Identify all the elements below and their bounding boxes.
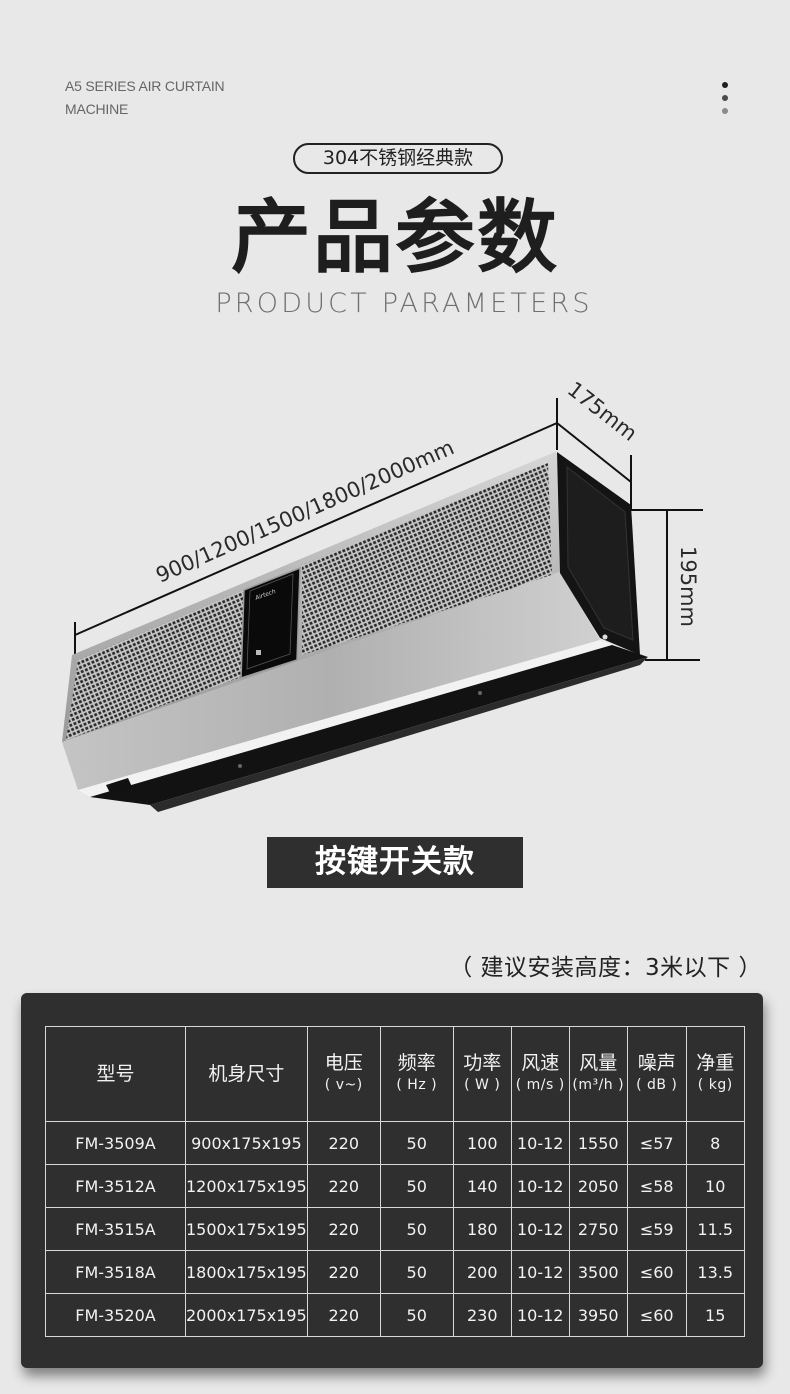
col-header-model: 型号 [45,1026,186,1122]
spec-panel: 型号 机身尺寸 电压( v~) 频率( Hz ) 功率( W ) 风速( m/s… [21,993,763,1368]
cell-size: 1200x175x195 [185,1164,308,1208]
cell-model: FM-3509A [45,1121,186,1165]
cell-size: 900x175x195 [185,1121,308,1165]
cell-voltage: 220 [306,1293,381,1337]
variant-label: 按键开关款 [267,837,523,888]
cell-model: FM-3512A [45,1164,186,1208]
cell-noise: ≤59 [626,1207,687,1251]
col-header-weight: 净重( kg) [685,1026,745,1122]
dot-1 [722,82,728,88]
col-header-noise: 噪声( dB ) [626,1026,687,1122]
cell-weight: 8 [685,1121,745,1165]
cell-model: FM-3518A [45,1250,186,1294]
cell-frequency: 50 [379,1164,454,1208]
table-row: FM-3518A 1800x175x195 220 50 200 10-12 3… [45,1250,745,1294]
series-line-2: MACHINE [65,101,129,117]
cell-weight: 15 [685,1293,745,1337]
cell-frequency: 50 [379,1250,454,1294]
cell-wind-speed: 10-12 [510,1293,570,1337]
page-title: 产品参数 [231,191,559,284]
cell-size: 1500x175x195 [185,1207,308,1251]
cell-noise: ≤57 [626,1121,687,1165]
depth-label: 175mm [563,377,642,446]
cell-frequency: 50 [379,1293,454,1337]
cell-noise: ≤60 [626,1293,687,1337]
cell-voltage: 220 [306,1164,381,1208]
cell-air-volume: 1550 [568,1121,628,1165]
cell-power: 140 [452,1164,512,1208]
height-label: 195mm [676,546,700,627]
table-row: FM-3512A 1200x175x195 220 50 140 10-12 2… [45,1164,745,1208]
cell-wind-speed: 10-12 [510,1250,570,1294]
spec-table: 型号 机身尺寸 电压( v~) 频率( Hz ) 功率( W ) 风速( m/s… [45,1026,745,1337]
cell-weight: 13.5 [685,1250,745,1294]
install-height-note: （ 建议安装高度：3米以下 ） [449,955,762,981]
cell-voltage: 220 [306,1121,381,1165]
cell-weight: 10 [685,1164,745,1208]
col-header-power: 功率( W ) [452,1026,512,1122]
material-badge: 304不锈钢经典款 [293,143,503,174]
cell-power: 100 [452,1121,512,1165]
col-header-wind-speed: 风速( m/s ) [510,1026,570,1122]
table-row: FM-3520A 2000x175x195 220 50 230 10-12 3… [45,1293,745,1337]
table-row: FM-3509A 900x175x195 220 50 100 10-12 15… [45,1121,745,1165]
cell-frequency: 50 [379,1207,454,1251]
cell-size: 1800x175x195 [185,1250,308,1294]
cell-air-volume: 2750 [568,1207,628,1251]
cell-wind-speed: 10-12 [510,1121,570,1165]
col-header-size: 机身尺寸 [185,1026,308,1122]
cell-air-volume: 2050 [568,1164,628,1208]
cell-wind-speed: 10-12 [510,1164,570,1208]
dot-3 [722,108,728,114]
cell-air-volume: 3950 [568,1293,628,1337]
product-illustration: 900/1200/1500/1800/2000mm 175mm 195mm Ai… [0,370,790,820]
col-header-frequency: 频率( Hz ) [379,1026,454,1122]
col-header-air-volume: 风量(m³/h ) [568,1026,628,1122]
page-subtitle: PRODUCT PARAMETERS [215,288,593,319]
dot-2 [722,95,728,101]
air-curtain-image: 900/1200/1500/1800/2000mm 175mm 195mm Ai… [62,377,703,812]
cell-noise: ≤60 [626,1250,687,1294]
table-row: FM-3515A 1500x175x195 220 50 180 10-12 2… [45,1207,745,1251]
cell-size: 2000x175x195 [185,1293,308,1337]
cell-noise: ≤58 [626,1164,687,1208]
cell-power: 180 [452,1207,512,1251]
cell-voltage: 220 [306,1250,381,1294]
series-line-1: A5 SERIES AIR CURTAIN [65,78,225,94]
cell-air-volume: 3500 [568,1250,628,1294]
cell-power: 230 [452,1293,512,1337]
col-header-voltage: 电压( v~) [306,1026,381,1122]
vertical-dots-icon[interactable] [722,82,730,121]
cell-frequency: 50 [379,1121,454,1165]
cell-voltage: 220 [306,1207,381,1251]
cell-model: FM-3520A [45,1293,186,1337]
cell-power: 200 [452,1250,512,1294]
series-label: A5 SERIES AIR CURTAIN MACHINE [65,75,225,121]
cell-weight: 11.5 [685,1207,745,1251]
cell-wind-speed: 10-12 [510,1207,570,1251]
cell-model: FM-3515A [45,1207,186,1251]
table-header-row: 型号 机身尺寸 电压( v~) 频率( Hz ) 功率( W ) 风速( m/s… [45,1026,745,1122]
